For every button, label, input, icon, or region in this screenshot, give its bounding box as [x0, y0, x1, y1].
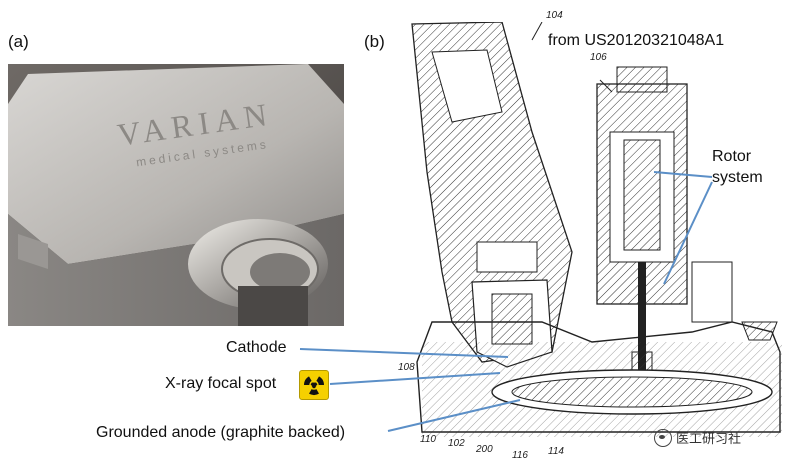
ref-104-leader	[531, 21, 543, 41]
rotor-label-line1: Rotor	[712, 148, 752, 165]
cathode-arm-cavity	[431, 49, 503, 123]
anode-label: Grounded anode (graphite backed)	[96, 424, 346, 441]
watermark: 医工研习社	[654, 428, 741, 447]
side-plate	[18, 234, 48, 269]
ref-102: 102	[448, 438, 465, 449]
anode-disk-inner	[511, 376, 753, 408]
ref-114: 114	[548, 446, 564, 457]
port-base	[238, 286, 308, 326]
rotor-label-line2: system	[712, 169, 763, 186]
focal-spot-leader	[329, 372, 501, 385]
housing-top-face	[8, 64, 344, 264]
anode-leader	[387, 399, 521, 432]
rotor-system-label: Rotor system	[712, 146, 763, 188]
cathode-connector	[476, 241, 538, 273]
wechat-icon	[654, 428, 672, 447]
cross-section-svg	[411, 21, 782, 437]
ref-108: 108	[398, 362, 415, 373]
watermark-text: 医工研习社	[676, 432, 742, 447]
cathode-label: Cathode	[226, 339, 287, 356]
right-port	[741, 321, 778, 341]
ref-106-leader	[599, 79, 613, 93]
rotor-shaft	[623, 139, 661, 251]
ref-200: 200	[476, 444, 493, 455]
xray-tube-photo: VARIAN medical systems	[8, 64, 344, 326]
panel-b-label: (b)	[364, 32, 385, 51]
ref-106: 106	[590, 52, 607, 63]
cathode-leader	[299, 348, 509, 358]
ref-116: 116	[512, 450, 528, 461]
rotor-cap	[616, 66, 668, 93]
port-inner	[250, 253, 310, 291]
ref-110: 110	[420, 434, 436, 445]
focal-spot-label: X-ray focal spot	[165, 375, 277, 392]
ref-104: 104	[546, 10, 563, 21]
radiation-warning-icon	[299, 370, 329, 400]
rotor-pointer-2	[663, 181, 713, 285]
source-label: from US20120321048A1	[548, 32, 725, 49]
photo-illustration: VARIAN medical systems	[8, 64, 344, 326]
right-fitting	[691, 261, 733, 323]
cathode-filament	[491, 293, 533, 345]
radiation-trefoil-icon	[304, 376, 324, 395]
patent-drawing	[392, 21, 788, 462]
rotor-pointer-1	[653, 171, 713, 178]
panel-a-label: (a)	[8, 32, 29, 51]
